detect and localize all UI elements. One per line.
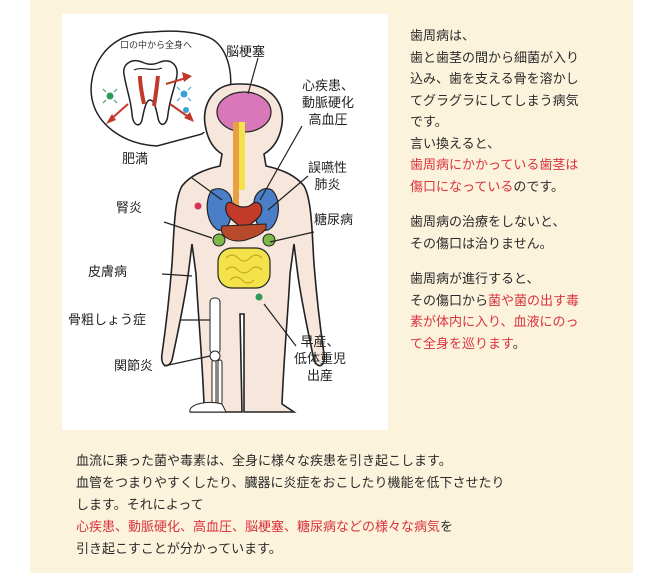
explanation-line: 歯と歯茎の間から細菌が入り bbox=[410, 50, 580, 66]
intestine-icon bbox=[217, 247, 271, 289]
label-skin-disease: 皮膚病 bbox=[88, 265, 128, 280]
summary-line: 引き起こすことが分かっています。 bbox=[76, 542, 282, 557]
leg-bones bbox=[189, 297, 227, 413]
label-nephritis: 腎炎 bbox=[116, 201, 143, 216]
label-heart-disease: 心疾患、 動脈硬化 高血圧 bbox=[302, 79, 355, 128]
explanation-line: 言い換えると、 bbox=[410, 136, 501, 152]
label-osteoporosis: 骨粗しょう症 bbox=[68, 313, 147, 328]
explanation-line: その傷口は治りません。 bbox=[410, 236, 553, 252]
summary-line: 血流に乗った菌や毒素は、全身に様々な疾患を引き起こします。 bbox=[76, 454, 452, 469]
explanation-line: 歯周病が進行すると、 bbox=[410, 272, 540, 287]
summary-line: 心疾患、動脈硬化、高血圧、脳梗塞、糖尿病などの様々な病気を bbox=[76, 520, 454, 535]
explanation-line: 込み、歯を支える骨を溶かし bbox=[410, 72, 579, 87]
kidney-icon bbox=[212, 233, 226, 247]
summary-text: 血流に乗った菌や毒素は、全身に様々な疾患を引き起こします。 血管をつまりやすくし… bbox=[76, 451, 636, 561]
explanation-text: 歯周病は、 歯と歯茎の間から細菌が入り 込み、歯を支える骨を溶かし てグラグラに… bbox=[410, 26, 630, 355]
explanation-line: てグラグラにしてしまう病気 bbox=[410, 93, 579, 109]
tooth-icon bbox=[123, 60, 178, 126]
body-diagram-panel: 口の中から全身へ 脳梗塞 心疾患、 動脈硬化 高血圧 肥満 誤嚥性 肺炎 腎炎 … bbox=[62, 14, 388, 430]
label-pneumonia: 誤嚥性 肺炎 bbox=[308, 161, 348, 193]
bacteria-red-icon bbox=[194, 202, 202, 210]
highlight-text: 傷口になっている bbox=[410, 179, 514, 195]
highlight-text: 菌や菌の出す毒 bbox=[488, 293, 580, 309]
highlight-text: 歯周病にかかっている歯茎は bbox=[410, 158, 579, 173]
lung-icon bbox=[206, 188, 233, 231]
explanation-line: て全身を巡ります。 bbox=[410, 336, 526, 352]
explanation-line: その傷口から菌や菌の出す毒 bbox=[410, 293, 580, 309]
explanation-line: 歯周病は、 bbox=[410, 29, 476, 44]
explanation-line: 傷口になっているのです。 bbox=[410, 179, 565, 195]
summary-line: 血管をつまりやすくしたり、臓器に炎症をおこしたり機能を低下させたり bbox=[76, 476, 505, 491]
left-margin bbox=[0, 0, 30, 579]
label-diabetes: 糖尿病 bbox=[314, 213, 354, 228]
explanation-line: です。 bbox=[410, 115, 448, 130]
bubble-caption: 口の中から全身へ bbox=[120, 41, 193, 51]
highlight-text: 素が体内に入り、血液にのっ bbox=[410, 315, 579, 330]
spread-arrows bbox=[106, 72, 194, 124]
label-obesity: 肥満 bbox=[122, 152, 149, 167]
summary-line: します。それによって bbox=[76, 498, 204, 513]
bacteria-icon bbox=[102, 86, 192, 113]
explanation-line: 歯周病の治療をしないと、 bbox=[410, 215, 566, 230]
leader-lines bbox=[161, 57, 315, 367]
label-arthritis: 関節炎 bbox=[114, 359, 154, 374]
right-margin bbox=[633, 0, 665, 579]
label-stroke: 脳梗塞 bbox=[226, 45, 266, 60]
bottom-margin bbox=[0, 573, 665, 579]
highlight-text: 心疾患、動脈硬化、高血圧、脳梗塞、糖尿病などの様々な病気 bbox=[76, 520, 441, 535]
label-premature-birth: 早産、 低体重児 出産 bbox=[294, 335, 347, 384]
body-diagram bbox=[90, 30, 326, 413]
heart-icon bbox=[225, 201, 263, 231]
tooth-bubble bbox=[90, 30, 232, 147]
highlight-text: て全身を巡ります bbox=[410, 336, 513, 352]
bacteria-green-icon bbox=[255, 293, 263, 301]
